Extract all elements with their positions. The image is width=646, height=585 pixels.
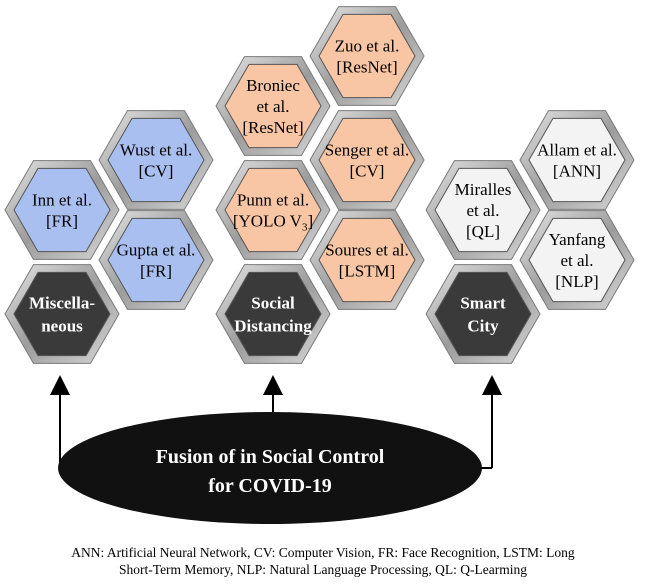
category-hex-0: Miscella-neous <box>4 264 120 364</box>
study-hex-1-2-face <box>318 13 416 99</box>
study-hex-1-4-label-line-1: Soures et al. <box>325 241 409 260</box>
category-hex-1-face <box>224 271 322 357</box>
study-hex-2-1-face <box>528 117 626 203</box>
hexagon-grid: Inn et al. [FR] Wust et al. [CV] Gupta et al… <box>4 6 635 364</box>
study-hex-0-0-label-line-1: Inn et al. <box>32 191 92 210</box>
category-hex-2-label-line-1: Smart <box>460 294 506 313</box>
study-hex-1-4-label-line-2: [LSTM] <box>339 262 396 281</box>
study-hex-1-1-label-line-1: Punn et al. <box>237 191 309 210</box>
category-hex-0-face <box>13 271 111 357</box>
category-hex-1-label-line-2: Distancing <box>234 317 312 336</box>
study-hex-1-0-label-line-2: et al. <box>256 97 289 116</box>
study-hex-0-1: Wust et al. [CV] <box>98 110 214 210</box>
study-hex-0-2: Gupta et al. [FR] <box>98 210 214 310</box>
study-hex-2-1-label-line-2: [ANN] <box>553 162 601 181</box>
central-ellipse: Fusion of in Social Control for COVID-19 <box>58 412 482 524</box>
study-hex-0-2-label-line-1: Gupta et al. <box>117 241 196 260</box>
study-hex-0-1-label-line-1: Wust et al. <box>120 141 193 160</box>
study-hex-2-2-face <box>528 217 626 303</box>
abbreviation-caption: ANN: Artificial Neural Network, CV: Comp… <box>0 544 646 578</box>
study-hex-2-0-face <box>434 167 532 253</box>
category-hex-2-label-line-2: City <box>467 317 499 336</box>
study-hex-0-2-label-line-2: [FR] <box>140 262 172 281</box>
study-hex-2-2-label-line-1: Yanfang <box>549 230 606 249</box>
study-hex-2-1: Allam et al. [ANN] <box>519 110 635 210</box>
study-hex-1-4: Soures et al. [LSTM] <box>309 210 425 310</box>
study-hex-2-0-label-line-3: [QL] <box>466 222 500 241</box>
study-hex-1-3-label-line-1: Senger et al. <box>325 141 410 160</box>
study-hex-0-0-label-line-2: [FR] <box>46 212 78 231</box>
study-hex-2-0-label-line-2: et al. <box>466 201 499 220</box>
study-hex-0-0: Inn et al. [FR] <box>4 160 120 260</box>
study-hex-1-0-label-line-3: [ResNet] <box>242 118 303 137</box>
caption-line-2: Short-Term Memory, NLP: Natural Language… <box>119 562 527 577</box>
category-hex-0-label-line-2: neous <box>41 317 83 336</box>
study-hex-1-1-label-line-2: [YOLO V3] <box>233 212 313 234</box>
study-hex-1-2: Zuo et al. [ResNet] <box>309 6 425 106</box>
hex-diagram: Inn et al. [FR] Wust et al. [CV] Gupta et al… <box>4 6 635 524</box>
study-hex-1-2-label-line-1: Zuo et al. <box>335 37 400 56</box>
study-hex-2-2: Yanfang et al. [NLP] <box>519 210 635 310</box>
study-hex-1-3-label-line-2: [CV] <box>350 162 385 181</box>
study-hex-2-1-label-line-1: Allam et al. <box>537 141 617 160</box>
category-hex-2-face <box>434 271 532 357</box>
study-hex-1-0-face <box>224 63 322 149</box>
central-ellipse-shape <box>58 412 482 524</box>
study-hex-0-2-face <box>107 217 205 303</box>
study-hex-0-1-label-line-2: [CV] <box>139 162 174 181</box>
center-title-line-2: for COVID-19 <box>208 475 332 497</box>
category-hex-0-label-line-1: Miscella- <box>29 294 95 313</box>
study-hex-1-2-label-line-2: [ResNet] <box>336 58 397 77</box>
study-hex-1-3-face <box>318 117 416 203</box>
study-hex-0-0-face <box>13 167 111 253</box>
caption-line-1: ANN: Artificial Neural Network, CV: Comp… <box>71 545 575 560</box>
study-hex-2-2-label-line-2: et al. <box>560 251 593 270</box>
study-hex-2-0-label-line-1: Miralles <box>455 180 512 199</box>
study-hex-2-0: Miralles et al. [QL] <box>425 160 541 260</box>
category-hex-1-label-line-1: Social <box>251 294 295 313</box>
study-hex-1-3: Senger et al. [CV] <box>309 110 425 210</box>
study-hex-1-1-face <box>224 167 322 253</box>
study-hex-1-4-face <box>318 217 416 303</box>
study-hex-2-2-label-line-3: [NLP] <box>555 272 598 291</box>
study-hex-1-1: Punn et al. [YOLO V3] <box>215 160 331 260</box>
study-hex-1-0-label-line-1: Broniec <box>246 76 300 95</box>
study-hex-1-0: Broniec et al. [ResNet] <box>215 56 331 156</box>
study-hex-0-1-face <box>107 117 205 203</box>
center-title-line-1: Fusion of in Social Control <box>156 446 385 468</box>
